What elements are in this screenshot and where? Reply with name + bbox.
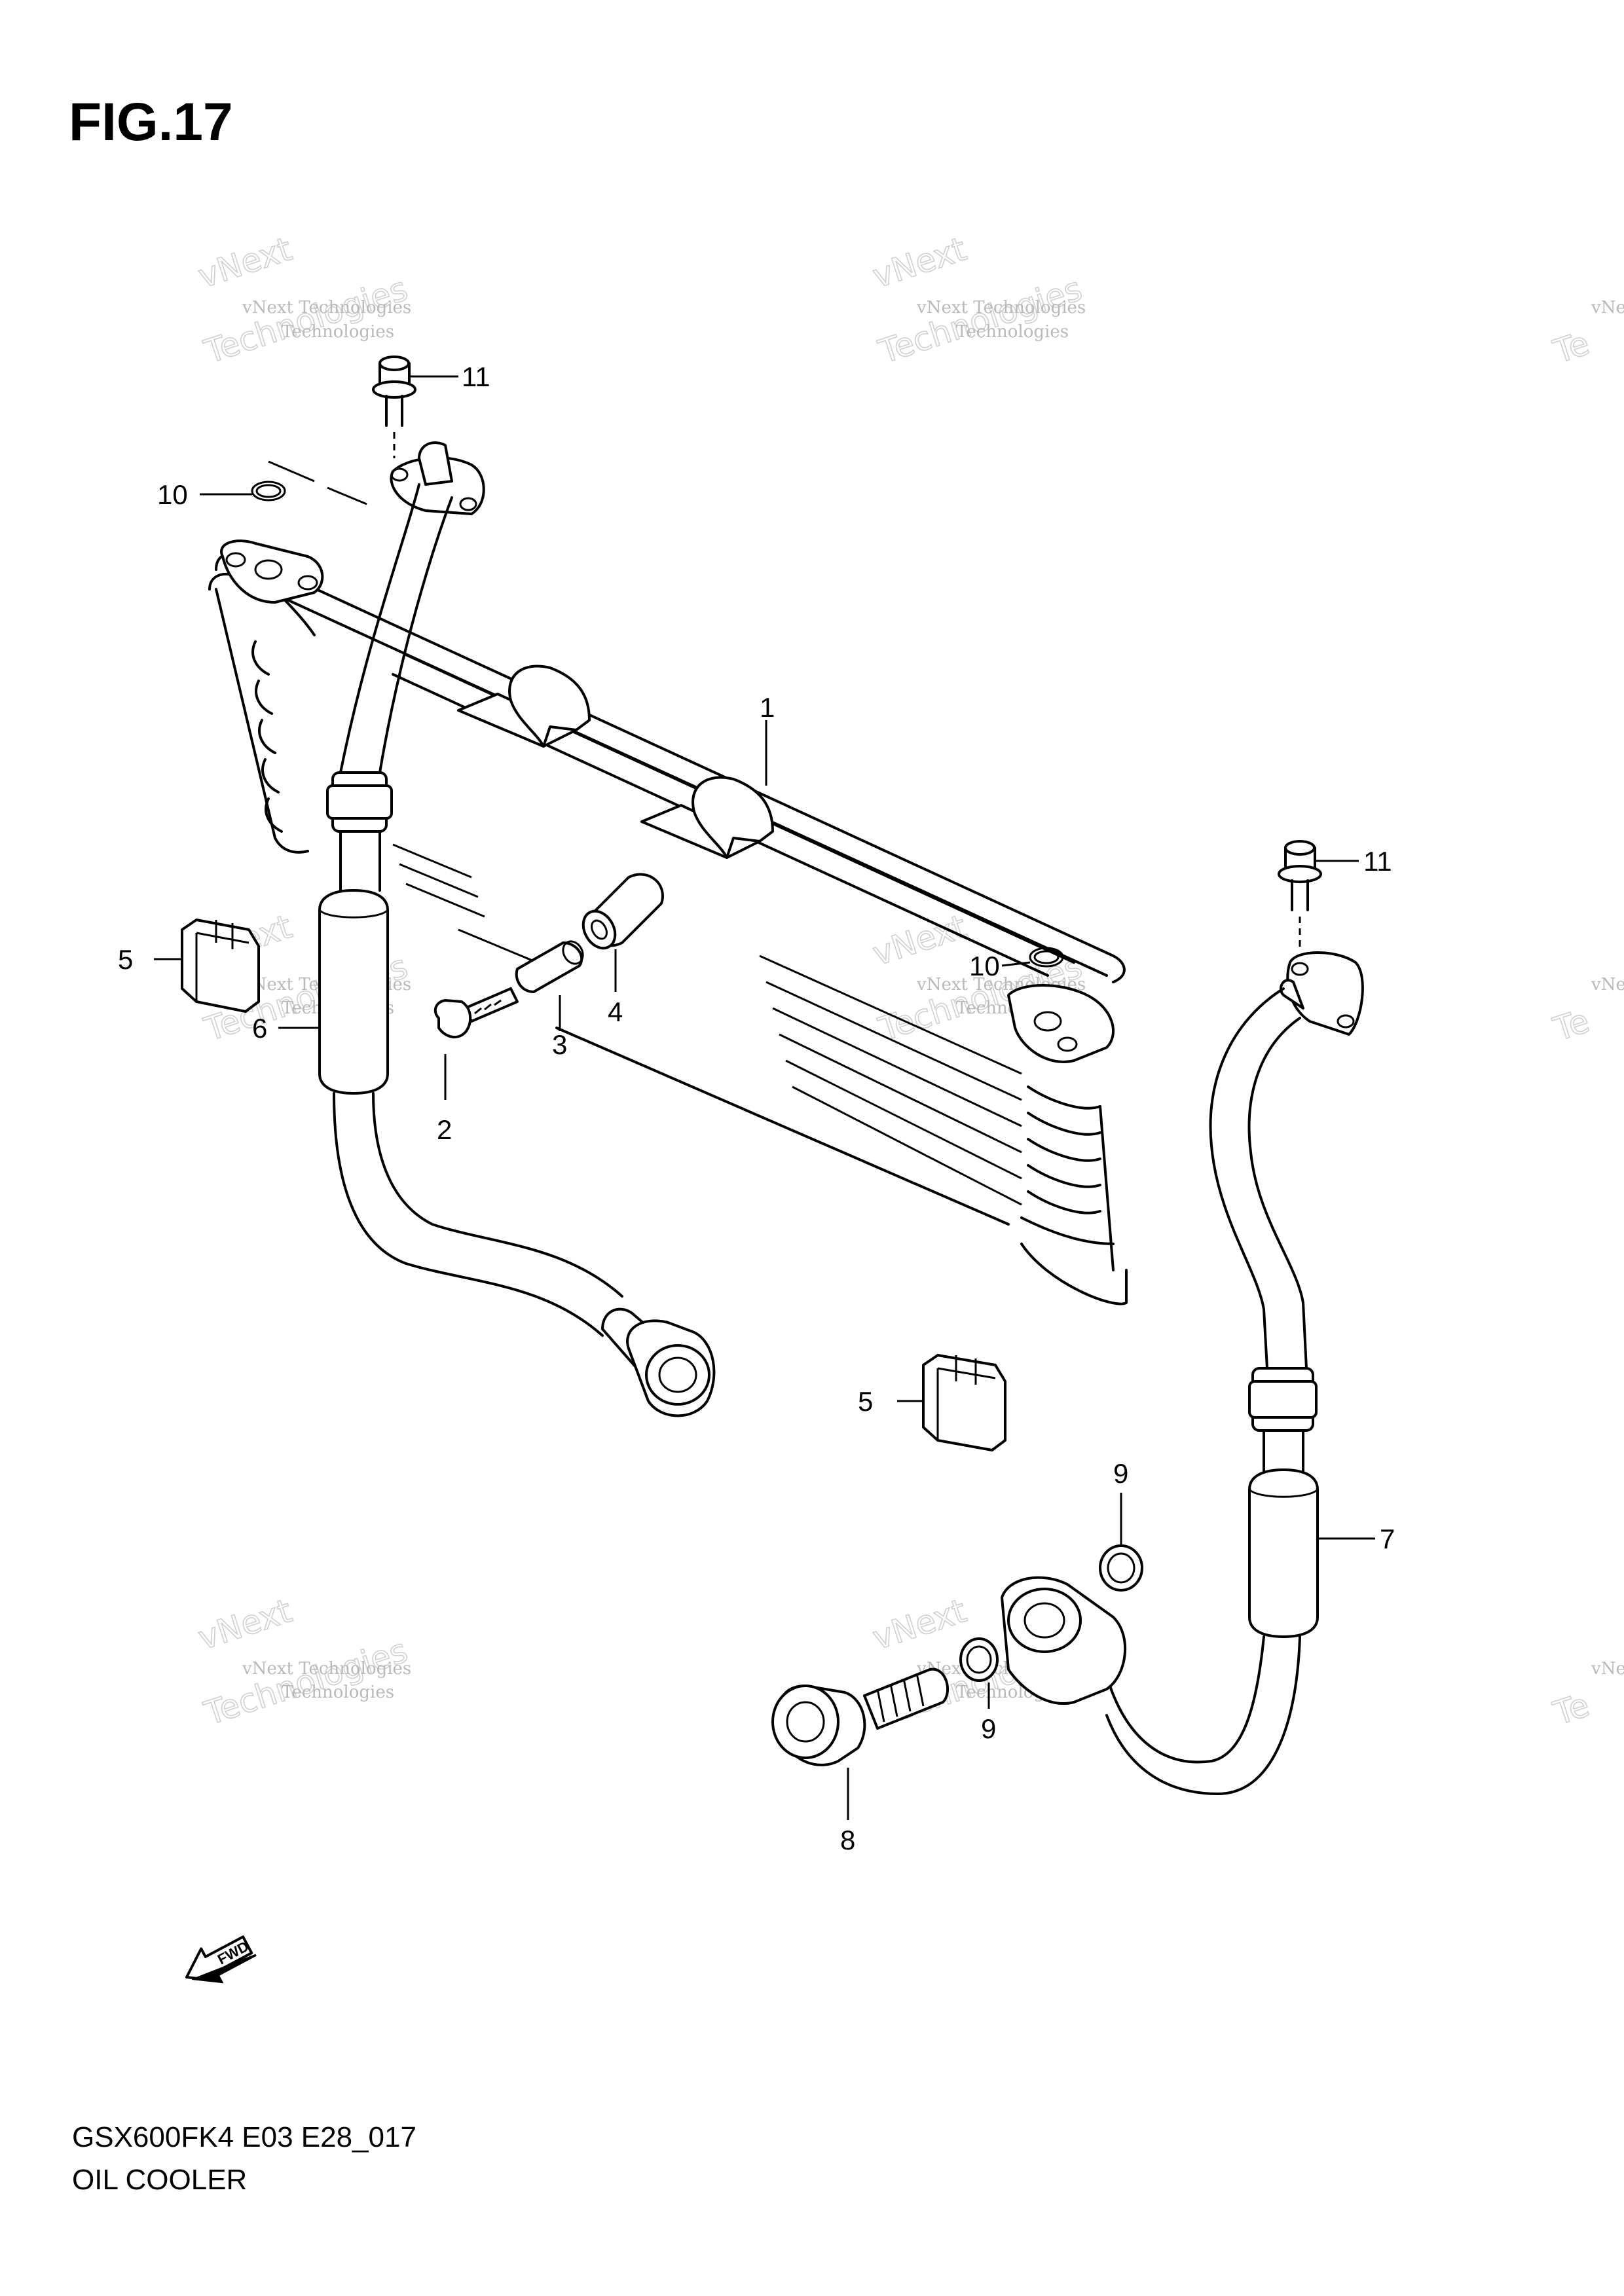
callout-4: 4 [608,996,623,1027]
callout-11-left: 11 [462,361,490,392]
cushion-5-left [181,919,260,1013]
callout-11-right: 11 [1363,846,1392,877]
watermark-top-left: vNext Technologies vNext Technologies Te… [193,229,413,371]
callout-5-left: 5 [118,944,133,975]
callout-1: 1 [760,692,775,723]
forward-arrow-icon: FWD [185,1935,257,1984]
figure-title: FIG.17 [69,92,233,152]
svg-text:vNext: vNext [194,1592,297,1657]
watermark-group: vNext Technologies vNext Technologies Te… [193,229,1624,1734]
callout-2: 2 [437,1114,452,1145]
bolt-11-right [1278,840,1322,949]
svg-text:vNext Technologies: vNext Technologies [242,1659,411,1679]
callout-10-right: 10 [969,951,1000,981]
left-oil-hose [318,441,716,1417]
callout-10-left: 10 [157,479,188,510]
o-ring-10-left [251,481,286,501]
cushion-5-right [922,1354,1006,1451]
o-ring-10-right [1029,947,1064,968]
svg-text:vNext: vNext [868,1592,971,1657]
svg-text:vNext Technologies: vNext Technologies [242,298,411,318]
union-bolt-8 [771,1667,950,1766]
watermark-low-left: vNext Technologies vNext Technologies Te… [193,1591,413,1733]
svg-text:Te: Te [1549,1002,1594,1049]
callout-6: 6 [252,1013,267,1044]
right-oil-hose [1001,951,1364,1795]
bolt-2 [434,987,519,1038]
watermark-low-right: vNext Te [1548,1659,1624,1734]
svg-text:Technologies: Technologies [956,322,1069,342]
svg-text:Technologies: Technologies [282,322,394,342]
callout-5-right: 5 [858,1386,873,1417]
callout-labels: 1 2 3 4 5 5 6 7 8 9 9 10 10 11 11 [118,361,1395,1855]
svg-text:vNext: vNext [1591,975,1624,994]
model-code: GSX600FK4 E03 E28_017 [72,2121,416,2153]
callout-3: 3 [552,1029,567,1060]
svg-text:Te: Te [1549,1686,1594,1733]
leader-lines [154,375,1375,1820]
svg-text:Te: Te [1549,324,1594,371]
svg-text:vNext Technologies: vNext Technologies [916,298,1086,318]
svg-text:Technologies: Technologies [282,1683,394,1702]
svg-text:vNext: vNext [868,230,971,295]
oil-cooler-core [208,460,1128,1305]
watermark-top-center: vNext Technologies vNext Technologies Te… [868,229,1087,371]
callout-8: 8 [840,1825,855,1855]
washer-9-upper [1099,1544,1143,1592]
watermark-mid-right: vNext Te [1548,975,1624,1049]
callout-9-upper: 9 [1113,1458,1128,1489]
diagram-caption: OIL COOLER [72,2164,248,2196]
washer-9-lower [959,1637,999,1682]
svg-text:vNext: vNext [1591,298,1624,318]
callout-7: 7 [1380,1523,1395,1554]
watermark-top-right: vNext Te [1548,298,1624,372]
svg-text:vNext: vNext [1591,1659,1624,1679]
grommet-4 [581,873,664,950]
svg-text:vNext: vNext [194,230,297,295]
callout-9-lower: 9 [981,1713,996,1744]
bolt-11-left [372,355,416,458]
collar-3 [515,940,584,993]
